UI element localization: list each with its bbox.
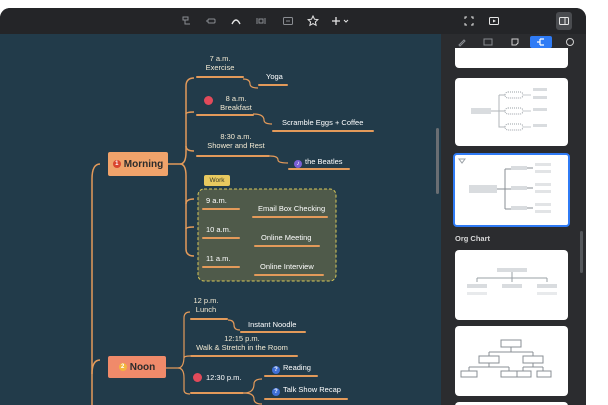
work-time-11[interactable]: 11 a.m. bbox=[206, 254, 231, 263]
subtopic-breakfast[interactable]: 8 a.m. Breakfast bbox=[214, 94, 258, 112]
leaf-scramble-eggs[interactable]: Scramble Eggs + Coffee bbox=[282, 118, 364, 127]
subtopic-activity: Exercise bbox=[205, 63, 235, 72]
leaf-label: the Beatles bbox=[305, 157, 343, 166]
branch-underline bbox=[202, 208, 240, 210]
leaf-underline bbox=[272, 130, 374, 132]
leaf-online-meeting[interactable]: Online Meeting bbox=[261, 233, 312, 242]
leaf-reading[interactable]: ?Reading bbox=[272, 363, 311, 374]
structure-panel: Org Chart bbox=[441, 34, 586, 405]
panel-scrollbar[interactable] bbox=[580, 231, 583, 273]
branch-underline bbox=[202, 266, 240, 268]
sidebar-toggle-icon[interactable] bbox=[556, 12, 572, 30]
leaf-underline bbox=[254, 245, 320, 247]
topic-label: Morning bbox=[123, 158, 164, 170]
work-tag-label: Work bbox=[209, 177, 225, 184]
work-time-10[interactable]: 10 a.m. bbox=[206, 225, 232, 234]
subtopic-icon[interactable] bbox=[180, 12, 194, 30]
structure-card-partial-bottom[interactable] bbox=[455, 402, 568, 405]
music-icon: ♪ bbox=[294, 160, 302, 168]
map-icon[interactable] bbox=[477, 36, 499, 48]
leaf-underline bbox=[254, 274, 324, 276]
leaf-label: Talk Show Recap bbox=[283, 385, 341, 394]
structure-card-org-chart-boxes[interactable] bbox=[455, 326, 568, 396]
branch-underline bbox=[190, 392, 244, 394]
leaf-underline bbox=[264, 375, 318, 377]
leaf-label: Reading bbox=[283, 363, 311, 372]
theme-icon[interactable] bbox=[559, 36, 581, 48]
summary-icon[interactable] bbox=[281, 12, 295, 30]
subtopic-lunch[interactable]: 12 p.m. Lunch bbox=[190, 296, 222, 314]
subtopic-activity: Walk & Stretch in the Room bbox=[196, 343, 288, 352]
topic-label: Noon bbox=[129, 361, 156, 373]
branch-underline bbox=[202, 237, 240, 239]
subtopic-activity: Shower and Rest bbox=[207, 141, 265, 150]
subtopic-time: 12 p.m. bbox=[193, 296, 219, 305]
subtopic-exercise[interactable]: 7 a.m. Exercise bbox=[198, 54, 242, 72]
present-icon[interactable] bbox=[487, 12, 501, 30]
subtopic-activity: Breakfast bbox=[220, 103, 252, 112]
app-window: 1 Morning 7 a.m. Exercise Yoga 8 a.m. Br… bbox=[0, 8, 586, 405]
leaf-online-interview[interactable]: Online Interview bbox=[260, 262, 314, 271]
leaf-yoga[interactable]: Yoga bbox=[266, 72, 283, 81]
subtopic-walk[interactable]: 12:15 p.m. Walk & Stretch in the Room bbox=[190, 334, 294, 352]
branch-underline bbox=[196, 155, 270, 157]
leaf-underline bbox=[288, 168, 350, 170]
subtopic-1230[interactable]: 12:30 p.m. bbox=[206, 373, 242, 382]
heart-icon bbox=[204, 96, 213, 105]
leaf-underline bbox=[252, 216, 328, 218]
leaf-underline bbox=[240, 331, 306, 333]
question-icon: ? bbox=[272, 388, 280, 396]
subtopic-time: 8 a.m. bbox=[225, 94, 247, 103]
work-time-9[interactable]: 9 a.m. bbox=[206, 196, 227, 205]
branch-underline bbox=[190, 318, 228, 320]
topic-icon[interactable] bbox=[204, 12, 218, 30]
subtopic-time: 8:30 a.m. bbox=[220, 132, 252, 141]
sticker-icon[interactable] bbox=[504, 36, 526, 48]
mindmap-canvas[interactable]: 1 Morning 7 a.m. Exercise Yoga 8 a.m. Br… bbox=[0, 34, 441, 405]
boundary-icon[interactable] bbox=[254, 12, 268, 30]
leaf-underline bbox=[258, 84, 288, 86]
relationship-icon[interactable] bbox=[229, 12, 243, 30]
branch-underline bbox=[196, 76, 244, 78]
central-topic-noon[interactable]: 2 Noon bbox=[108, 356, 166, 378]
insert-icon[interactable] bbox=[331, 12, 351, 30]
section-title: Org Chart bbox=[455, 234, 491, 243]
work-tag[interactable]: Work bbox=[204, 175, 230, 186]
structure-card-partial[interactable] bbox=[455, 48, 568, 68]
central-topic-morning[interactable]: 1 Morning bbox=[108, 152, 168, 176]
leaf-underline bbox=[264, 398, 348, 400]
priority-1-icon: 1 bbox=[112, 160, 121, 168]
leaf-talk-show[interactable]: ?Talk Show Recap bbox=[272, 385, 341, 396]
question-icon: ? bbox=[272, 366, 280, 374]
fullscreen-icon[interactable] bbox=[462, 12, 476, 30]
leaf-the-beatles[interactable]: ♪the Beatles bbox=[294, 157, 343, 168]
branch-underline bbox=[190, 355, 298, 357]
structure-icon[interactable] bbox=[530, 36, 552, 48]
leaf-email-box[interactable]: Email Box Checking bbox=[258, 204, 326, 213]
priority-2-icon: 2 bbox=[118, 363, 127, 371]
style-icon[interactable] bbox=[451, 36, 473, 48]
connector-lines bbox=[91, 77, 337, 405]
branch-underline bbox=[196, 114, 254, 116]
subtopic-time: 7 a.m. bbox=[209, 54, 231, 63]
structure-card-logic-selected[interactable] bbox=[453, 153, 570, 227]
star-icon[interactable] bbox=[306, 12, 320, 30]
subtopic-time: 12:15 p.m. bbox=[224, 334, 260, 343]
leaf-instant-noodle[interactable]: Instant Noodle bbox=[248, 320, 297, 329]
heart-icon bbox=[193, 373, 202, 382]
subtopic-shower[interactable]: 8:30 a.m. Shower and Rest bbox=[202, 132, 270, 150]
structure-card-mindmap[interactable] bbox=[455, 78, 568, 146]
canvas-scrollbar[interactable] bbox=[436, 128, 439, 194]
toolbar bbox=[0, 8, 586, 34]
structure-card-org-chart[interactable] bbox=[455, 250, 568, 320]
subtopic-activity: Lunch bbox=[195, 305, 217, 314]
